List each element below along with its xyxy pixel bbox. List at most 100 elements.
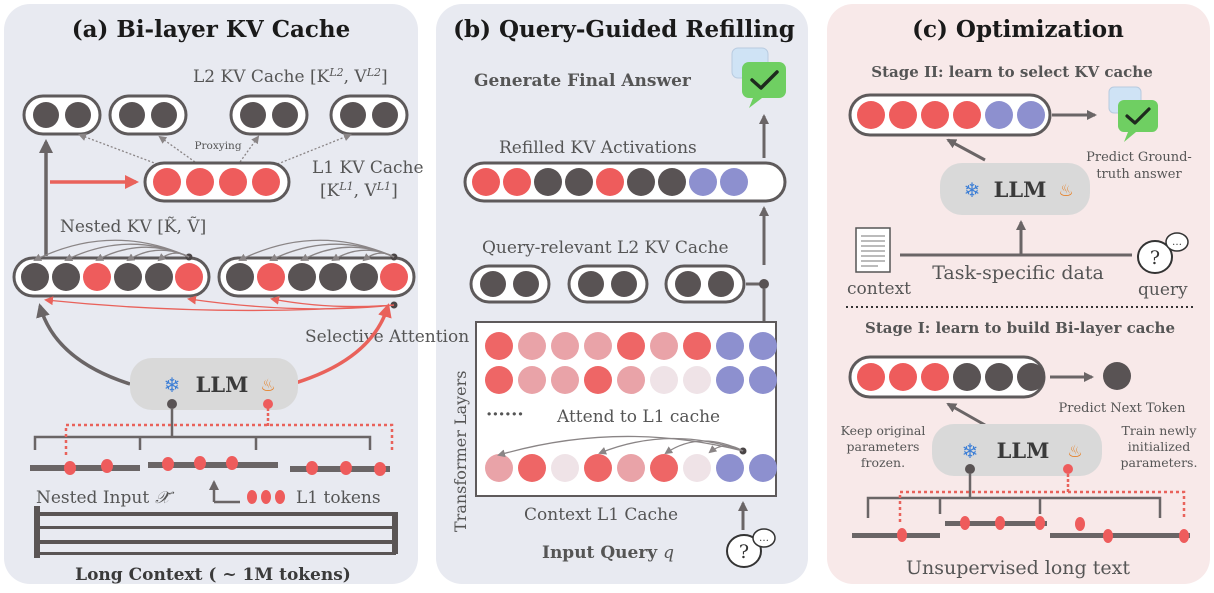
panel-b-title: (b) Query-Guided Refilling [453, 16, 795, 43]
nested-attention-arcs-right [238, 239, 398, 262]
l2-cache-label: L2 KV Cache [KL2, VL2] [193, 66, 388, 87]
llm-box-c-top: ❄ LLM ♨ [940, 163, 1090, 215]
refilled-token-7 [689, 168, 717, 196]
matrix-cell-2-5 [650, 454, 678, 482]
matrix-cell-1-7 [716, 366, 744, 394]
matrix-cell-0-2 [551, 332, 579, 360]
stage2-pill [848, 93, 1052, 137]
llm1-to-stage1-arrow [946, 402, 986, 427]
attend-label: Attend to L1 cache [556, 407, 720, 427]
matrix-cell-0-3 [584, 332, 612, 360]
matrix-cell-2-6 [683, 454, 711, 482]
llm-label-c-top: LLM [994, 177, 1047, 202]
generate-answer-label: Generate Final Answer [474, 71, 692, 91]
unsupervised-input-strip [852, 516, 1190, 543]
matrix-cell-2-7 [716, 454, 744, 482]
matrix-cell-2-8 [749, 454, 777, 482]
nested-attention-arcs-left [33, 239, 193, 262]
svg-text:?: ? [1150, 247, 1160, 269]
refilled-token-3 [565, 168, 593, 196]
unsupervised-label: Unsupervised long text [906, 557, 1130, 579]
train-label-2: initialized [1128, 439, 1191, 454]
refilled-token-8 [720, 168, 748, 196]
flame-icon: ♨ [1058, 181, 1073, 201]
flame-icon: ♨ [1067, 442, 1082, 462]
keep-label-1: Keep original [841, 423, 926, 438]
matrix-row-1 [485, 366, 777, 394]
matrix-cell-1-8 [749, 366, 777, 394]
matrix-cell-0-8 [749, 332, 777, 360]
stage1-token-0 [857, 363, 885, 391]
stage1-token-4 [985, 363, 1013, 391]
keep-label-3: frozen. [861, 455, 905, 470]
matrix-cell-2-2 [551, 454, 579, 482]
snowflake-icon: ❄ [164, 373, 181, 397]
llm-box-c-bottom: ❄ LLM ♨ [932, 424, 1102, 476]
matrix-cell-0-6 [683, 332, 711, 360]
l1-tokens-label: L1 tokens [296, 488, 381, 508]
matrix-cell-1-4 [617, 366, 645, 394]
llm-label-c-bottom: LLM [997, 438, 1050, 463]
matrix-cell-1-2 [551, 366, 579, 394]
l1-cache-pill [143, 161, 291, 203]
matrix-cell-1-1 [518, 366, 546, 394]
stage2-token-4 [985, 101, 1013, 129]
snowflake-icon: ❄ [962, 439, 979, 463]
stage2-token-2 [921, 101, 949, 129]
stage2-token-3 [953, 101, 981, 129]
stage1-token-1 [889, 363, 917, 391]
predict-gt-label-line2: truth answer [1096, 167, 1182, 182]
stage1-token-3 [953, 363, 981, 391]
stage1-token-5 [1017, 363, 1045, 391]
stage1-label: Stage I: learn to build Bi-layer cache [865, 319, 1175, 337]
panel-a-title: (a) Bi-layer KV Cache [72, 16, 351, 43]
stage2-token-1 [889, 101, 917, 129]
matrix-cell-2-1 [518, 454, 546, 482]
refilled-token-6 [658, 168, 686, 196]
refilled-token-0 [472, 168, 500, 196]
query-bubble-icon-c: ? … [1137, 232, 1189, 274]
l1-cache-label-formula: [KL1, VL1] [320, 180, 398, 201]
stage2-label: Stage II: learn to select KV cache [871, 63, 1153, 81]
document-icon [855, 227, 891, 273]
l2-cache-pills [22, 94, 409, 136]
panel-c-title: (c) Optimization [912, 16, 1124, 43]
stage2-token-5 [1017, 101, 1045, 129]
svg-text:…: … [759, 533, 769, 544]
attend-arcs [497, 435, 747, 458]
input-tree-bracket [33, 423, 394, 455]
refilled-kv-pill [463, 161, 787, 203]
svg-text:…: … [1172, 237, 1182, 248]
refilled-token-5 [627, 168, 655, 196]
long-context-strokes [34, 506, 398, 558]
llm-to-nested-gray-arrow [36, 303, 131, 386]
matrix-cell-0-5 [650, 332, 678, 360]
proxying-label: Proxying [194, 140, 241, 152]
svg-text:?: ? [739, 541, 749, 563]
matrix-cell-0-4 [617, 332, 645, 360]
proxying-arrows [78, 133, 352, 168]
nested-kv-pills [12, 256, 416, 298]
stage1-tree-bracket [866, 490, 1186, 522]
llm-to-nested-red-arrow [291, 303, 392, 386]
refilled-label: Refilled KV Activations [499, 138, 697, 158]
check-chat-icon [731, 47, 786, 108]
matrix-cell-2-4 [617, 454, 645, 482]
refilled-token-2 [534, 168, 562, 196]
transformer-layers-label: Transformer Layers [451, 371, 470, 532]
nested-input-strip [30, 456, 390, 476]
context-label: context [847, 279, 911, 299]
train-label-1: Train newly [1122, 423, 1198, 438]
query-relevant-pills [469, 264, 746, 304]
matrix-cell-2-3 [584, 454, 612, 482]
refilled-token-4 [596, 168, 624, 196]
matrix-cell-0-1 [518, 332, 546, 360]
l1-cache-label: L1 KV Cache [312, 158, 424, 178]
matrix-cell-2-0 [485, 454, 513, 482]
next-token-dot [1103, 362, 1131, 390]
context-l1-label: Context L1 Cache [524, 505, 678, 525]
ellipsis-dots: ······ [486, 404, 524, 425]
